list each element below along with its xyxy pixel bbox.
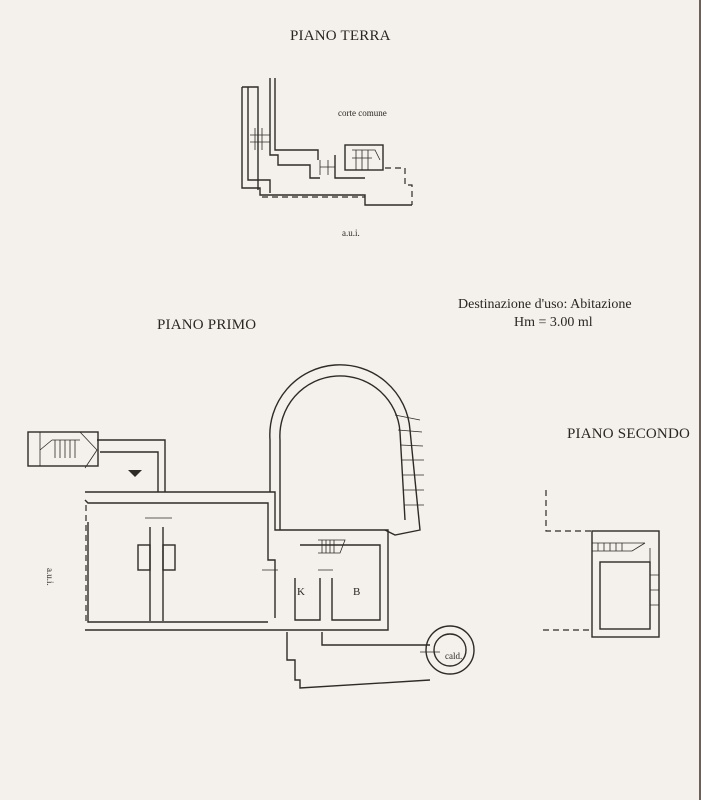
altezza-label: Hm = 3.00 ml	[514, 315, 593, 330]
piano-secondo-title: PIANO SECONDO	[567, 426, 691, 442]
piano-secondo-plan	[543, 490, 660, 638]
room-b-label: B	[353, 586, 360, 598]
caldaia-label: cald.	[445, 651, 462, 661]
piano-terra-plan: corte comune a.u.i.	[241, 78, 413, 238]
destinazione-uso-label: Destinazione d'uso: Abitazione	[458, 297, 632, 312]
piano-terra-title: PIANO TERRA	[290, 28, 391, 44]
piano-primo-title: PIANO PRIMO	[157, 317, 257, 333]
corte-comune-label: corte comune	[338, 108, 387, 118]
piano-terra-aui-label: a.u.i.	[342, 228, 360, 238]
entrance-marker-icon	[128, 470, 142, 477]
room-k-label: K	[297, 586, 305, 598]
piano-primo-aui-label: a.u.i.	[45, 568, 55, 586]
page-edge	[699, 0, 701, 800]
piano-primo-plan: K B cald. a.u.i.	[27, 364, 475, 689]
